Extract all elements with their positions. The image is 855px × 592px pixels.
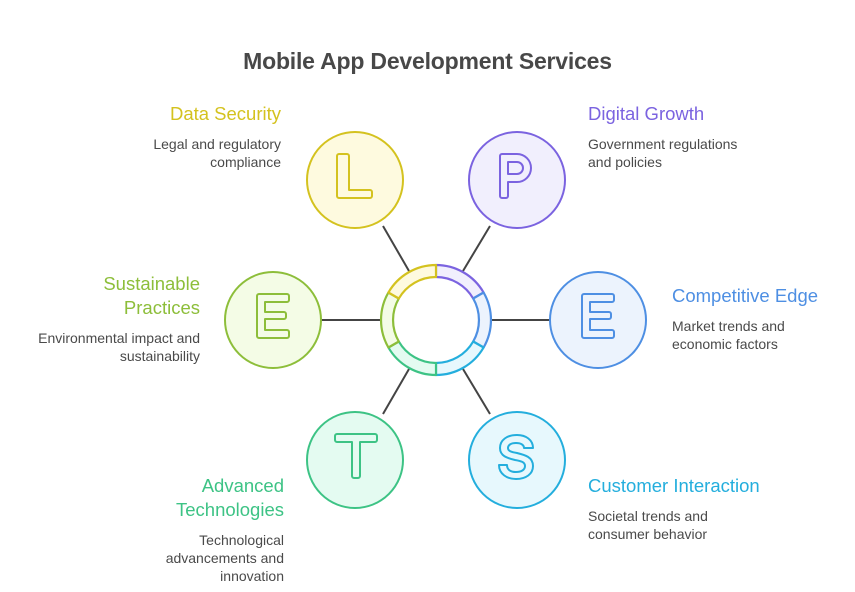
- letter-t-icon: [334, 433, 378, 479]
- letter-s-icon: [498, 434, 534, 480]
- ring-segment-digital-growth: [434, 263, 485, 300]
- letter-e-icon: [256, 293, 290, 339]
- letter-p-icon: [499, 153, 532, 199]
- block-data-security: Data Security Legal and regulatory compl…: [153, 102, 281, 171]
- node-advanced-technologies[interactable]: [306, 411, 404, 509]
- letter-e-icon: [581, 293, 615, 339]
- connector-digital-growth: [462, 225, 491, 272]
- central-ring: [379, 263, 493, 377]
- connector-data-security: [382, 225, 410, 272]
- heading-data-security: Data Security: [169, 103, 281, 124]
- block-digital-growth: Digital Growth Government regulations an…: [588, 102, 737, 171]
- description-competitive-edge: Market trends and economic factors: [672, 318, 785, 352]
- heading-customer-interaction: Customer Interaction: [588, 475, 760, 496]
- ring-segment-competitive-edge: [472, 291, 493, 349]
- node-digital-growth[interactable]: [468, 131, 566, 229]
- ring-segment-advanced-technologies: [387, 340, 438, 377]
- node-customer-interaction[interactable]: [468, 411, 566, 509]
- connector-lines: [321, 225, 550, 415]
- heading-sustainable-practices: Sustainable Practices: [103, 273, 200, 318]
- connector-customer-interaction: [462, 368, 491, 415]
- node-data-security[interactable]: [306, 131, 404, 229]
- block-advanced-technologies: Advanced Technologies Technological adva…: [166, 474, 284, 585]
- description-advanced-technologies: Technological advancements and innovatio…: [165, 532, 284, 584]
- description-sustainable-practices: Environmental impact and sustainability: [38, 330, 200, 364]
- block-competitive-edge: Competitive Edge Market trends and econo…: [672, 284, 818, 353]
- description-data-security: Legal and regulatory compliance: [153, 136, 281, 170]
- heading-advanced-technologies: Advanced Technologies: [176, 475, 284, 520]
- node-sustainable-practices[interactable]: [224, 271, 322, 369]
- description-customer-interaction: Societal trends and consumer behavior: [588, 508, 708, 542]
- block-sustainable-practices: Sustainable Practices Environmental impa…: [38, 272, 200, 365]
- page-title: Mobile App Development Services: [243, 48, 612, 74]
- heading-digital-growth: Digital Growth: [588, 103, 705, 124]
- connector-advanced-technologies: [382, 368, 410, 415]
- node-competitive-edge[interactable]: [549, 271, 647, 369]
- heading-competitive-edge: Competitive Edge: [672, 285, 819, 306]
- ring-segment-data-security: [387, 263, 438, 300]
- ring-segment-sustainable-practices: [379, 291, 400, 349]
- letter-l-icon: [336, 153, 373, 199]
- description-digital-growth: Government regulations and policies: [588, 136, 738, 170]
- ring-segment-customer-interaction: [434, 340, 485, 377]
- block-customer-interaction: Customer Interaction Societal trends and…: [588, 474, 760, 543]
